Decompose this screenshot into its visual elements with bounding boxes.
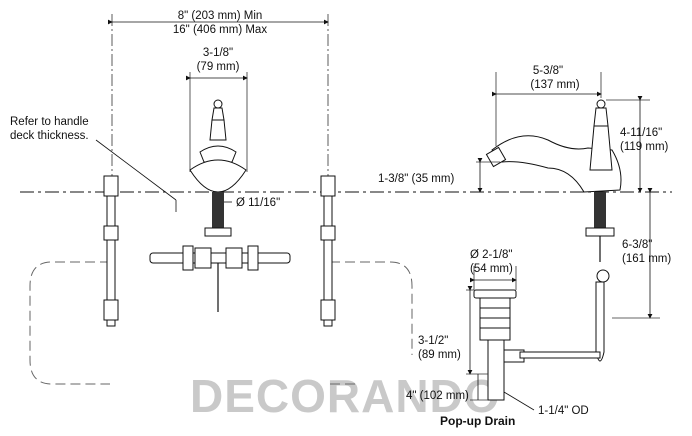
spout-shank bbox=[594, 192, 606, 232]
tailpiece-label: 4" (102 mm) bbox=[406, 390, 469, 402]
handle-width-label-1: 3-1/8" bbox=[203, 47, 233, 59]
right-valve bbox=[320, 175, 336, 327]
center-handle bbox=[189, 99, 247, 193]
popup-drain bbox=[473, 289, 525, 401]
lift-rod-knob bbox=[596, 269, 610, 283]
spout-reach-label-1: 5-3/8" bbox=[533, 65, 563, 77]
watermark: DECORANDO bbox=[190, 370, 501, 422]
spout-reach-label-2: (137 mm) bbox=[530, 79, 579, 91]
pivot-rod bbox=[519, 351, 601, 359]
popup-drain-caption: Pop-up Drain bbox=[440, 414, 515, 428]
basin-outline-left bbox=[29, 261, 110, 385]
spread-label-2: 16" (406 mm) Max bbox=[173, 24, 267, 36]
refer-note-2: deck thickness. bbox=[10, 130, 89, 142]
below-deck-label-1: 6-3/8" bbox=[622, 239, 652, 251]
left-valve bbox=[103, 175, 119, 327]
refer-note-1: Refer to handle bbox=[10, 116, 89, 128]
basin-outline-right bbox=[330, 261, 413, 355]
spout-height-label-2: (119 mm) bbox=[620, 141, 669, 153]
spread-label-1: 8" (203 mm) Min bbox=[178, 10, 263, 22]
drain-diameter-label-1: Ø 2-1/8" bbox=[470, 249, 512, 261]
spout bbox=[485, 99, 622, 193]
below-deck-label-2: (161 mm) bbox=[622, 253, 671, 265]
aerator-height-label: 1-3/8" (35 mm) bbox=[378, 173, 454, 185]
drain-height-label-1: 3-1/2" bbox=[418, 335, 448, 347]
supply-manifold bbox=[149, 245, 291, 271]
drain-height-label-2: (89 mm) bbox=[418, 349, 461, 361]
hole-diameter-label: Ø 11/16" bbox=[236, 197, 280, 209]
drain-diameter-label-2: (54 mm) bbox=[470, 263, 513, 275]
spout-height-label-1: 4-11/16" bbox=[620, 127, 662, 139]
center-shank bbox=[212, 192, 224, 232]
handle-width-label-2: (79 mm) bbox=[197, 61, 240, 73]
od-label: 1-1/4" OD bbox=[538, 405, 589, 417]
